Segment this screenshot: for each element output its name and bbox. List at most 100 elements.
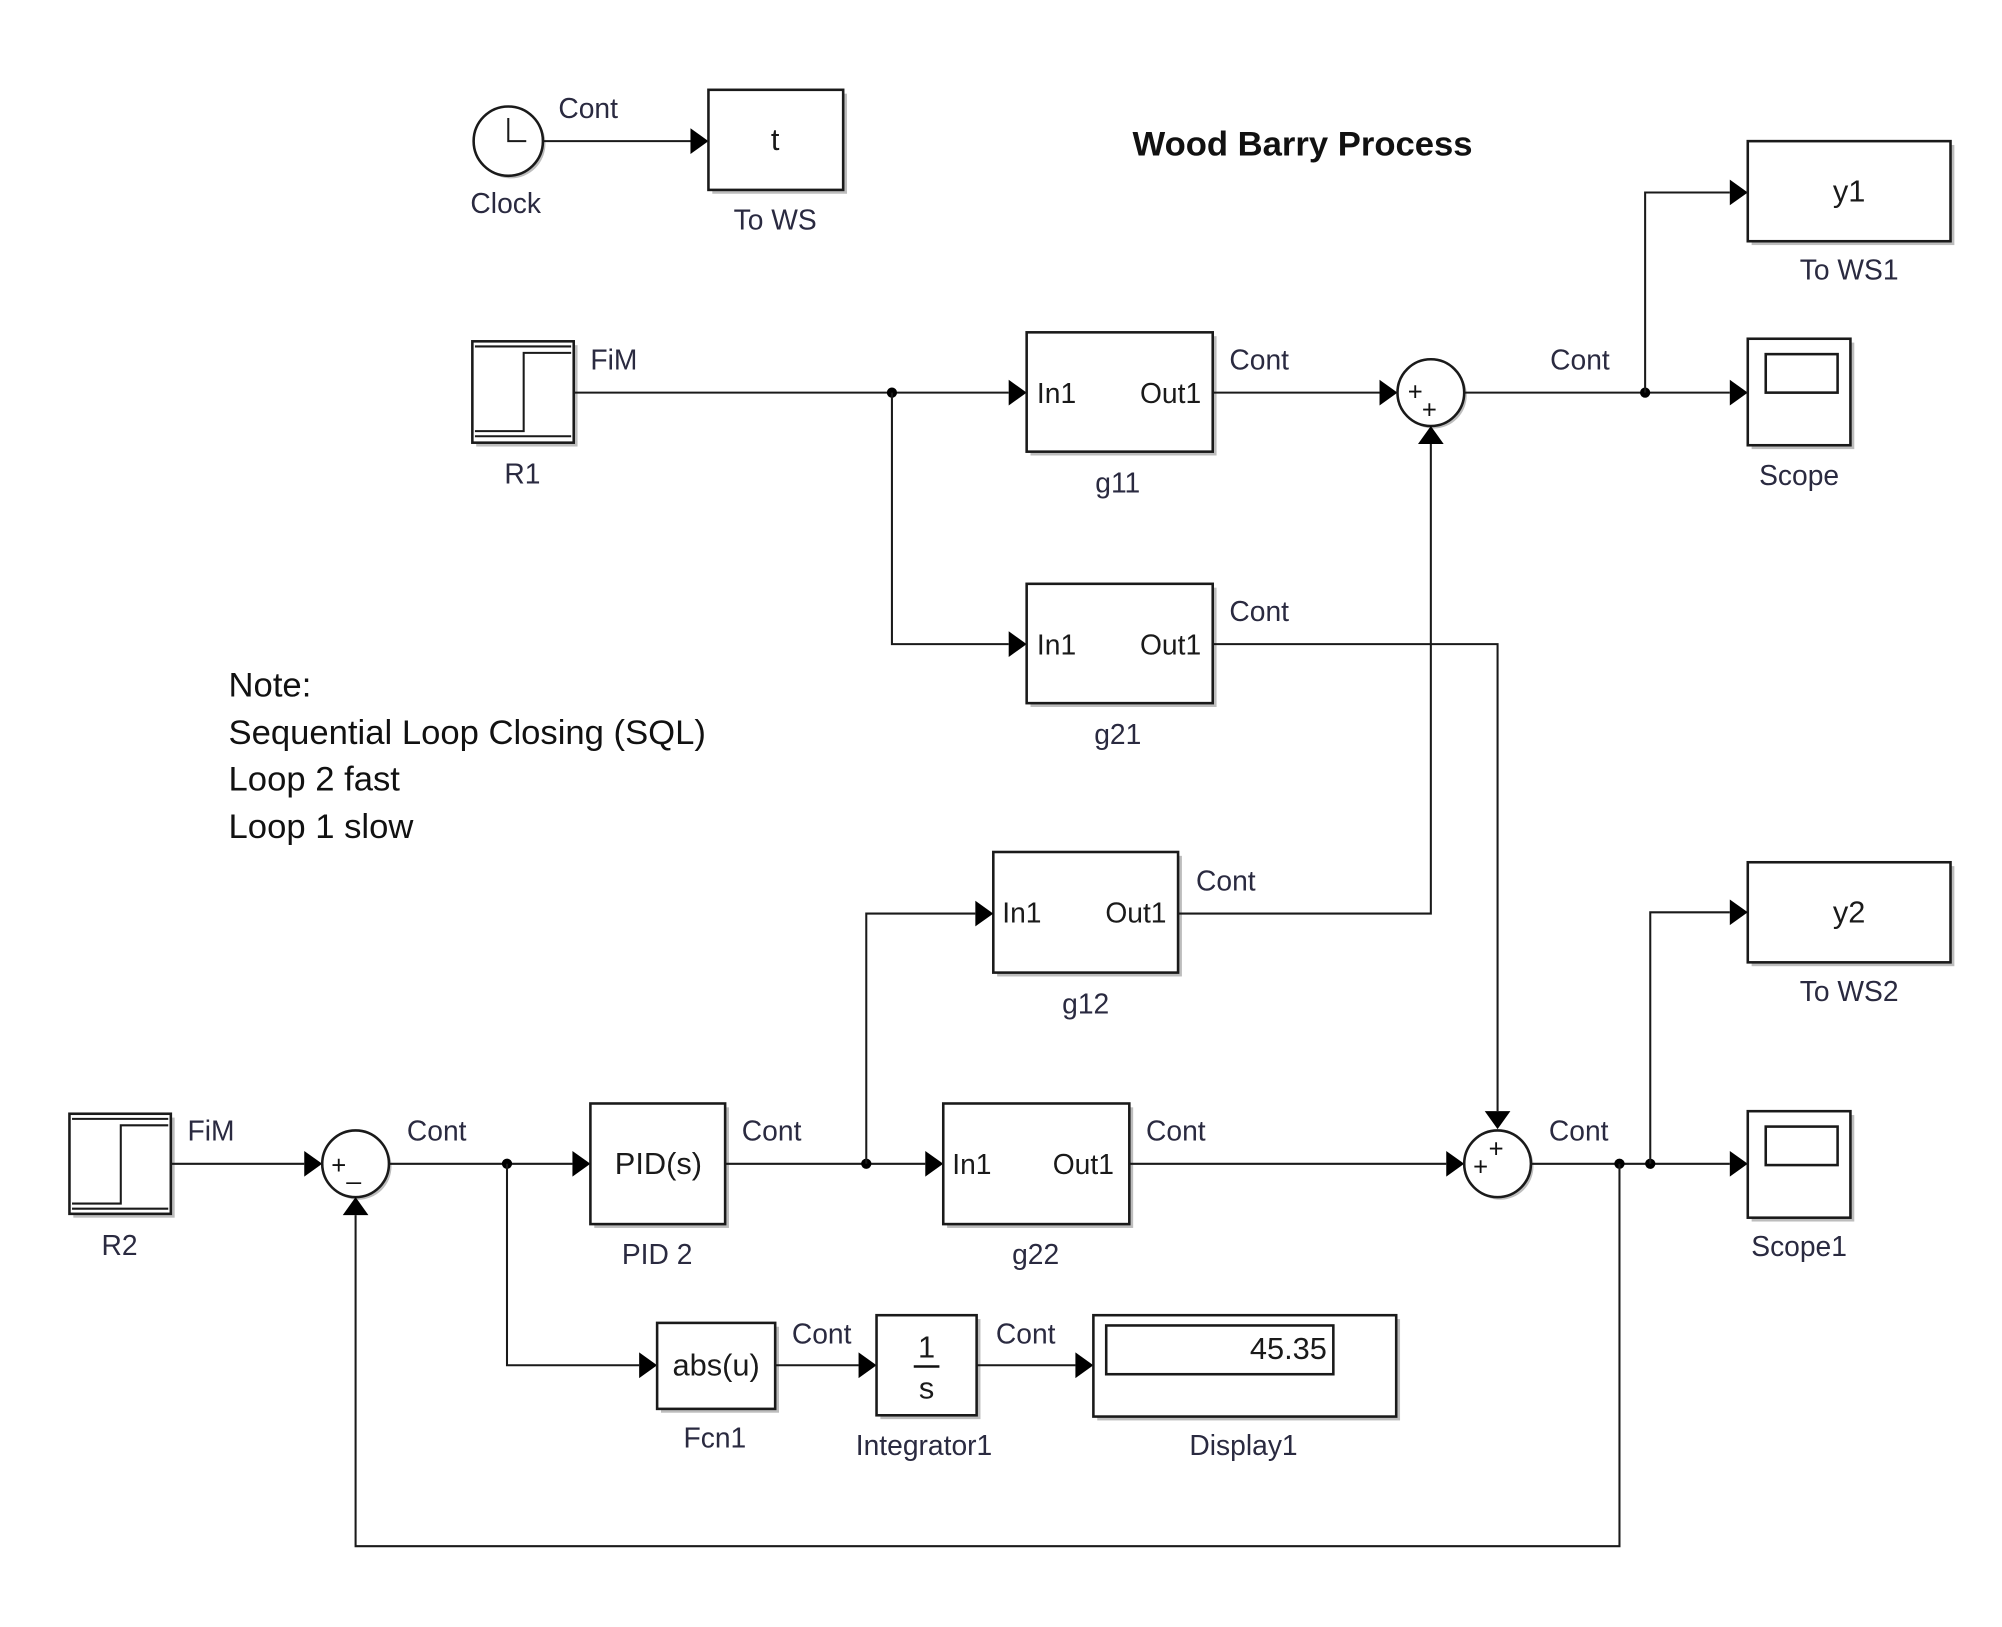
signal-label-g21: Cont [1229,595,1289,627]
branch-point [886,387,898,398]
sum1-sign-1: + [1408,378,1423,406]
arrow-head [975,900,994,927]
r2-label: R2 [101,1229,137,1261]
scope-icon [1764,352,1839,394]
arrow-head [1484,1111,1511,1130]
signal-label-int: Cont [996,1317,1056,1349]
arrow-head [1008,631,1027,657]
signal-label-g22: Cont [1146,1115,1206,1147]
arrow-head [1446,1150,1465,1177]
scope-block[interactable] [1746,337,1855,450]
to-ws-label: To WS [734,204,817,236]
scope1-block[interactable] [1746,1109,1855,1222]
to-ws-variable: t [771,122,780,157]
step-icon [474,351,572,433]
sum1-sign-2: + [1422,396,1437,424]
g11-in-port: In1 [1037,377,1076,409]
sum2-block[interactable]: + + [1462,1129,1534,1200]
signal-label-sum1: Cont [1550,344,1610,376]
signal-label-g11: Cont [1229,344,1289,376]
signal-line-g21-to-sum2[interactable] [1212,643,1499,1112]
g21-in-port: In1 [1037,628,1076,660]
diagram-title: Wood Barry Process [1133,125,1473,163]
sum0-sign-plus: + [331,1152,346,1180]
to-ws2-variable: y2 [1833,895,1866,930]
to-ws2-label: To WS2 [1800,975,1899,1007]
pid2-label: PID 2 [622,1238,693,1270]
signal-line-error-to-fcn[interactable] [505,1163,640,1367]
g11-out-port: Out1 [1140,377,1201,409]
arrow-head [304,1150,323,1177]
pid2-content: PID(s) [615,1146,702,1181]
g22-in-port: In1 [952,1148,991,1180]
signal-label-g12: Cont [1196,864,1256,896]
r1-label: R1 [504,458,540,490]
note-line: Sequential Loop Closing (SQL) [229,714,706,752]
to-ws1-variable: y1 [1833,173,1866,208]
g12-out-port: Out1 [1105,897,1166,929]
g12-label: g12 [1062,988,1109,1020]
to-ws2-block[interactable]: y2 [1746,860,1955,967]
signal-line-to-ws2[interactable] [1649,911,1730,1164]
arrow-head [572,1150,591,1177]
signal-label-fcn: Cont [792,1317,852,1349]
note-line: Note: [229,667,312,705]
integrator-numerator: 1 [918,1330,935,1365]
scope1-label: Scope1 [1751,1230,1847,1262]
arrow-head [639,1352,658,1379]
to-ws-block[interactable]: t [707,88,848,194]
g22-label: g22 [1012,1238,1059,1270]
arrow-head [690,128,709,154]
branch-point [501,1158,513,1169]
signal-label-r1: FiM [590,344,637,376]
feedback-line[interactable] [354,1163,1621,1548]
arrow-head [1729,1150,1748,1177]
signal-label-r2: FiM [188,1115,235,1147]
sum2-sign-1: + [1473,1153,1488,1181]
integrator1-label: Integrator1 [856,1429,992,1461]
g12-block[interactable]: In1 Out1 [992,850,1182,977]
arrow-head [342,1197,369,1216]
g11-block[interactable]: In1 Out1 [1025,331,1217,456]
note-line: Loop 2 fast [229,760,401,798]
integrator1-block[interactable]: 1 s [875,1313,981,1420]
integrator-denominator: s [919,1371,934,1406]
arrow-head [1729,899,1748,926]
sum0-block[interactable]: + _ [320,1129,392,1200]
arrow-head [1008,379,1027,406]
scope-label: Scope [1759,459,1839,491]
signal-label-sum2: Cont [1549,1115,1609,1147]
g21-block[interactable]: In1 Out1 [1025,582,1217,708]
g21-label: g21 [1094,718,1141,750]
signal-line-pid-to-g12[interactable] [865,912,976,1164]
signal-line-r1-to-g21[interactable] [890,392,1009,646]
pid2-block[interactable]: PID(s) [589,1102,729,1228]
g22-block[interactable]: In1 Out1 [941,1102,1134,1228]
sum0-sign-minus: _ [346,1157,362,1185]
arrow-head [1729,179,1748,206]
r1-step-block[interactable] [471,340,578,447]
sum1-block[interactable]: + + [1396,357,1467,429]
display-value-box [1104,1324,1335,1376]
fcn1-label: Fcn1 [683,1421,746,1453]
clock-block[interactable] [472,105,546,179]
r2-step-block[interactable] [68,1112,175,1218]
note-annotation: Note: Sequential Loop Closing (SQL) Loop… [229,667,706,846]
g11-label: g11 [1095,467,1140,499]
arrow-head [1075,1352,1094,1379]
fcn1-expression: abs(u) [673,1348,760,1383]
to-ws1-block[interactable]: y1 [1746,139,1955,246]
signal-line-to-ws1[interactable] [1644,191,1730,393]
signal-line-g12-to-sum1[interactable] [1178,443,1432,915]
arrow-head [1729,379,1748,406]
arrow-head [1379,379,1398,406]
arrow-head [1418,425,1444,444]
sum2-sign-2: + [1489,1135,1504,1163]
step-icon [72,1124,169,1205]
clock-label: Clock [470,187,541,219]
scope-icon [1764,1125,1839,1167]
display1-block[interactable]: 45.35 [1092,1313,1401,1421]
fcn1-block[interactable]: abs(u) [655,1321,780,1413]
g12-in-port: In1 [1002,897,1041,929]
